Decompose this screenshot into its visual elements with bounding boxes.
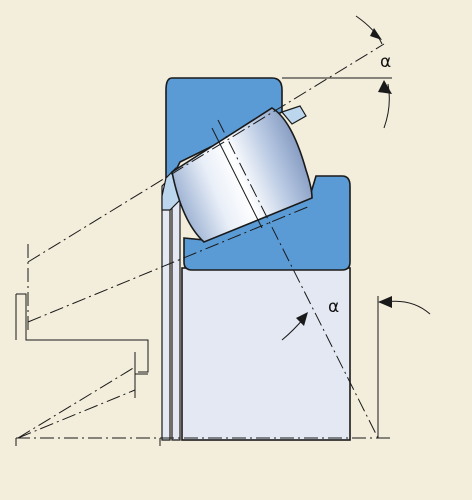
housing-wall-inner	[171, 182, 181, 441]
angle-label-bottom: α	[328, 297, 339, 317]
apex-line-1	[17, 389, 136, 439]
contact-line-lower	[27, 205, 311, 323]
cage-upper	[280, 105, 307, 125]
roller-axis-line	[217, 119, 379, 439]
apex-line-2	[17, 366, 136, 439]
left-profile-outline	[16, 293, 149, 373]
tapered-roller	[171, 107, 313, 243]
angle-label-top: α	[380, 52, 391, 72]
arrowhead-icon	[378, 296, 392, 308]
arrowhead-icon	[378, 80, 392, 94]
inner-shaft-block	[181, 267, 351, 441]
outer-ring	[165, 77, 283, 179]
contact-line-upper	[27, 43, 385, 263]
angle-arc-upper-top	[355, 15, 383, 45]
arrowhead-icon	[296, 312, 308, 326]
angle-arc-upper-bottom	[383, 83, 390, 129]
housing-wall-left	[161, 176, 171, 441]
arrowhead-icon	[370, 28, 382, 40]
